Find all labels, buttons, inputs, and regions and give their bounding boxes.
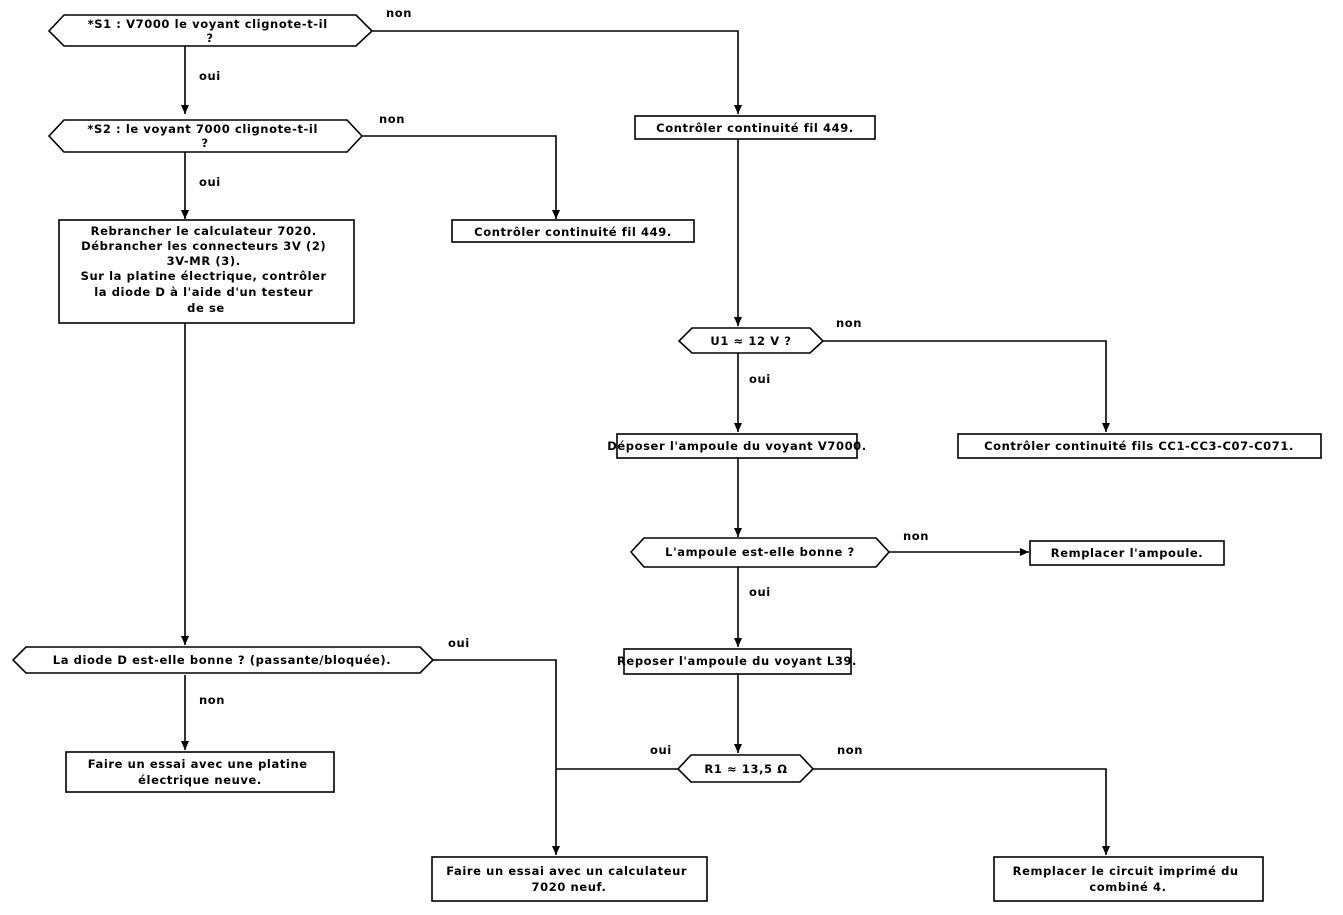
branch-labels: non oui non oui non oui non oui oui non … xyxy=(199,6,929,757)
label-r1-oui: oui xyxy=(650,743,672,757)
connector-s1-controler xyxy=(372,30,742,114)
process-controler-449-mid xyxy=(451,219,695,243)
process-deposer-text: Déposer l'ampoule du voyant V7000. xyxy=(607,439,867,453)
process-rebrancher-line-5: la diode D à l'aide d'un testeur xyxy=(94,285,313,299)
process-controler-fils xyxy=(957,433,1322,459)
shapes xyxy=(11,14,1322,902)
process-reposer xyxy=(623,648,852,675)
connector-r1-circuit xyxy=(813,768,1110,855)
connectors xyxy=(181,30,1110,855)
decision-s2-line-2: ? xyxy=(201,136,208,150)
process-reposer-text: Reposer l'ampoule du voyant L39. xyxy=(617,654,857,668)
decision-s1 xyxy=(47,14,374,47)
process-circuit xyxy=(993,856,1264,902)
process-controler-449-right-text: Contrôler continuité fil 449. xyxy=(656,121,854,135)
decision-ampoule-text: L'ampoule est-elle bonne ? xyxy=(665,545,855,559)
decision-u1 xyxy=(677,327,825,354)
process-remplacer-ampoule xyxy=(1029,540,1225,566)
decision-s1-line-2: ? xyxy=(206,31,213,45)
decision-ampoule xyxy=(629,537,891,568)
process-calculateur-line-1: Faire un essai avec un calculateur xyxy=(446,864,687,878)
label-u1-non: non xyxy=(836,316,862,330)
process-circuit-line-1: Remplacer le circuit imprimé du xyxy=(1013,864,1239,878)
label-s2-oui: oui xyxy=(199,175,221,189)
label-ampoule-non: non xyxy=(903,529,929,543)
label-u1-oui: oui xyxy=(749,372,771,386)
process-platine-line-2: électrique neuve. xyxy=(138,773,262,787)
process-deposer xyxy=(616,433,858,459)
decision-diode xyxy=(11,646,435,674)
label-diode-oui: oui xyxy=(448,636,470,650)
process-platine-text: Faire un essai avec une platine électriq… xyxy=(88,757,313,787)
process-rebrancher-line-6: de se xyxy=(187,301,225,315)
process-rebrancher-text: Rebrancher le calculateur 7020. Débranch… xyxy=(81,224,332,315)
process-rebrancher-line-1: Rebrancher le calculateur 7020. xyxy=(91,224,317,238)
process-controler-fils-text: Contrôler continuité fils CC1-CC3-C07-C0… xyxy=(984,439,1294,453)
decision-s2 xyxy=(47,119,364,153)
process-remplacer-ampoule-text: Remplacer l'ampoule. xyxy=(1051,546,1204,560)
label-s1-non: non xyxy=(386,6,412,20)
decision-r1 xyxy=(676,754,815,783)
decision-u1-text: U1 ≈ 12 V ? xyxy=(710,334,791,348)
process-platine xyxy=(65,751,335,793)
node-texts: *S1 : V7000 le voyant clignote-t-il ? *S… xyxy=(53,17,1294,894)
process-calculateur-line-2: 7020 neuf. xyxy=(532,880,607,894)
decision-s1-text: *S1 : V7000 le voyant clignote-t-il ? xyxy=(88,17,333,45)
process-calculateur-text: Faire un essai avec un calculateur 7020 … xyxy=(446,864,692,894)
decision-s1-line-1: *S1 : V7000 le voyant clignote-t-il xyxy=(88,17,328,31)
connector-u1-fils xyxy=(823,340,1110,432)
connector-diode-calculateur xyxy=(433,659,560,855)
label-ampoule-oui: oui xyxy=(749,585,771,599)
process-platine-line-1: Faire un essai avec une platine xyxy=(88,757,308,771)
process-circuit-text: Remplacer le circuit imprimé du combiné … xyxy=(1013,864,1244,894)
decision-s2-text: *S2 : le voyant 7000 clignote-t-il ? xyxy=(87,122,322,150)
decision-r1-text: R1 ≈ 13,5 Ω xyxy=(704,762,787,776)
process-circuit-line-2: combiné 4. xyxy=(1089,880,1166,894)
process-rebrancher-line-4: Sur la platine électrique, contrôler xyxy=(81,269,327,283)
process-calculateur xyxy=(431,856,708,902)
process-rebrancher-line-3: 3V-MR (3). xyxy=(167,254,241,268)
decision-diode-text: La diode D est-elle bonne ? (passante/bl… xyxy=(53,653,391,667)
decision-s2-line-1: *S2 : le voyant 7000 clignote-t-il xyxy=(87,122,318,136)
label-s2-non: non xyxy=(379,112,405,126)
label-r1-non: non xyxy=(837,743,863,757)
process-controler-449-mid-text: Contrôler continuité fil 449. xyxy=(474,225,672,239)
label-s1-oui: oui xyxy=(199,69,221,83)
process-rebrancher-line-2: Débrancher les connecteurs 3V (2) xyxy=(81,239,326,253)
process-controler-449-right xyxy=(634,115,876,140)
label-diode-non: non xyxy=(199,693,225,707)
connector-s2-controler xyxy=(362,135,560,219)
process-rebrancher xyxy=(58,219,355,324)
